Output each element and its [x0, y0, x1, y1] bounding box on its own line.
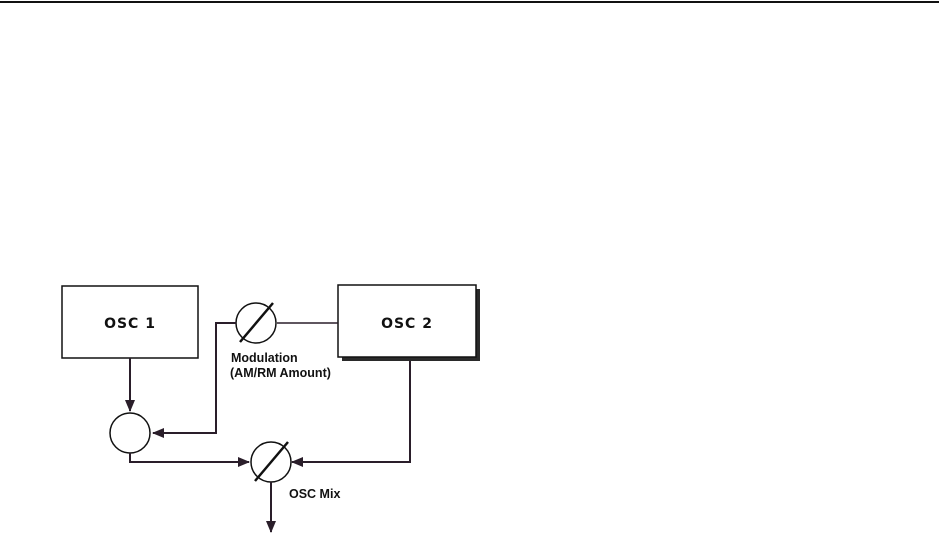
- osc2-block: OSC 2: [338, 285, 480, 361]
- osc1-label: OSC 1: [104, 316, 156, 332]
- modulation-amount-label: (AM/RM Amount): [230, 366, 331, 380]
- osc-mix-label: OSC Mix: [289, 487, 340, 501]
- mixer-circle: [110, 413, 150, 453]
- modulation-label: Modulation: [231, 351, 298, 365]
- osc1-block: OSC 1: [62, 286, 198, 358]
- osc2-label: OSC 2: [381, 316, 433, 332]
- mixer-to-osc-mix-arrow: [130, 453, 249, 462]
- modulation-knob: [236, 303, 276, 343]
- osc-mix-knob: [251, 442, 291, 482]
